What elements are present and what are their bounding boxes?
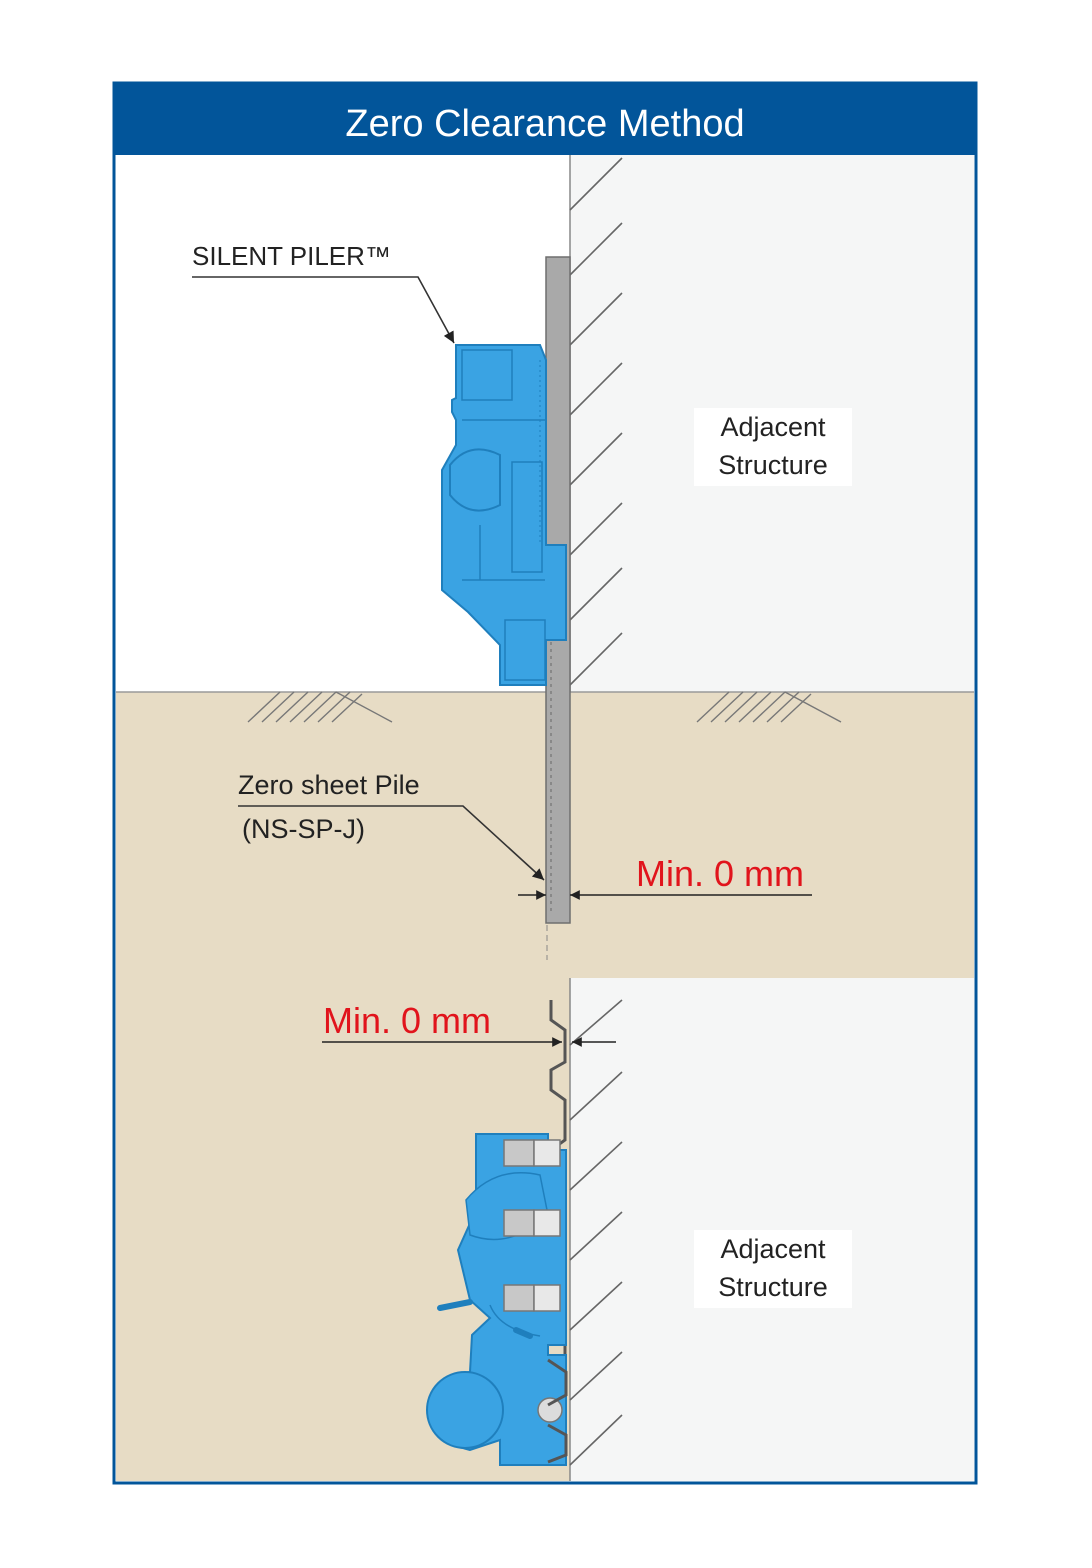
min-clearance-plan-label: Min. 0 mm [323, 1000, 491, 1041]
adjacent-structure-label-top-1: Adjacent [720, 412, 826, 442]
zero-sheet-pile-leader [238, 805, 545, 881]
adjacent-structure-label-bottom-1: Adjacent [720, 1234, 826, 1264]
min-clearance-elevation-label: Min. 0 mm [636, 853, 804, 894]
ground-hatch-right [696, 691, 842, 723]
ground-hatch-left [247, 691, 393, 723]
wall-hatch-plan [569, 999, 623, 1466]
silent-piler-leader [192, 276, 455, 344]
wall-hatch-elevation [569, 157, 623, 686]
silent-piler-machine-plan [426, 1133, 568, 1466]
ground-soil-band [116, 692, 974, 978]
adjacent-label-bg-bottom [694, 1230, 852, 1308]
header-bar [114, 83, 976, 155]
silent-piler-machine-elevation [441, 344, 567, 686]
silent-piler-label: SILENT PILER™ [192, 241, 391, 271]
adjacent-structure-label-bottom-2: Structure [718, 1272, 828, 1302]
zero-sheet-pile-label-1: Zero sheet Pile [238, 770, 420, 800]
diagram-title: Zero Clearance Method [345, 103, 744, 145]
adjacent-label-bg-top [694, 408, 852, 486]
adjacent-structure-plan [570, 978, 974, 1481]
zero-sheet-pile-label-2: (NS-SP-J) [242, 814, 365, 844]
adjacent-structure-label-top-2: Structure [718, 450, 828, 480]
